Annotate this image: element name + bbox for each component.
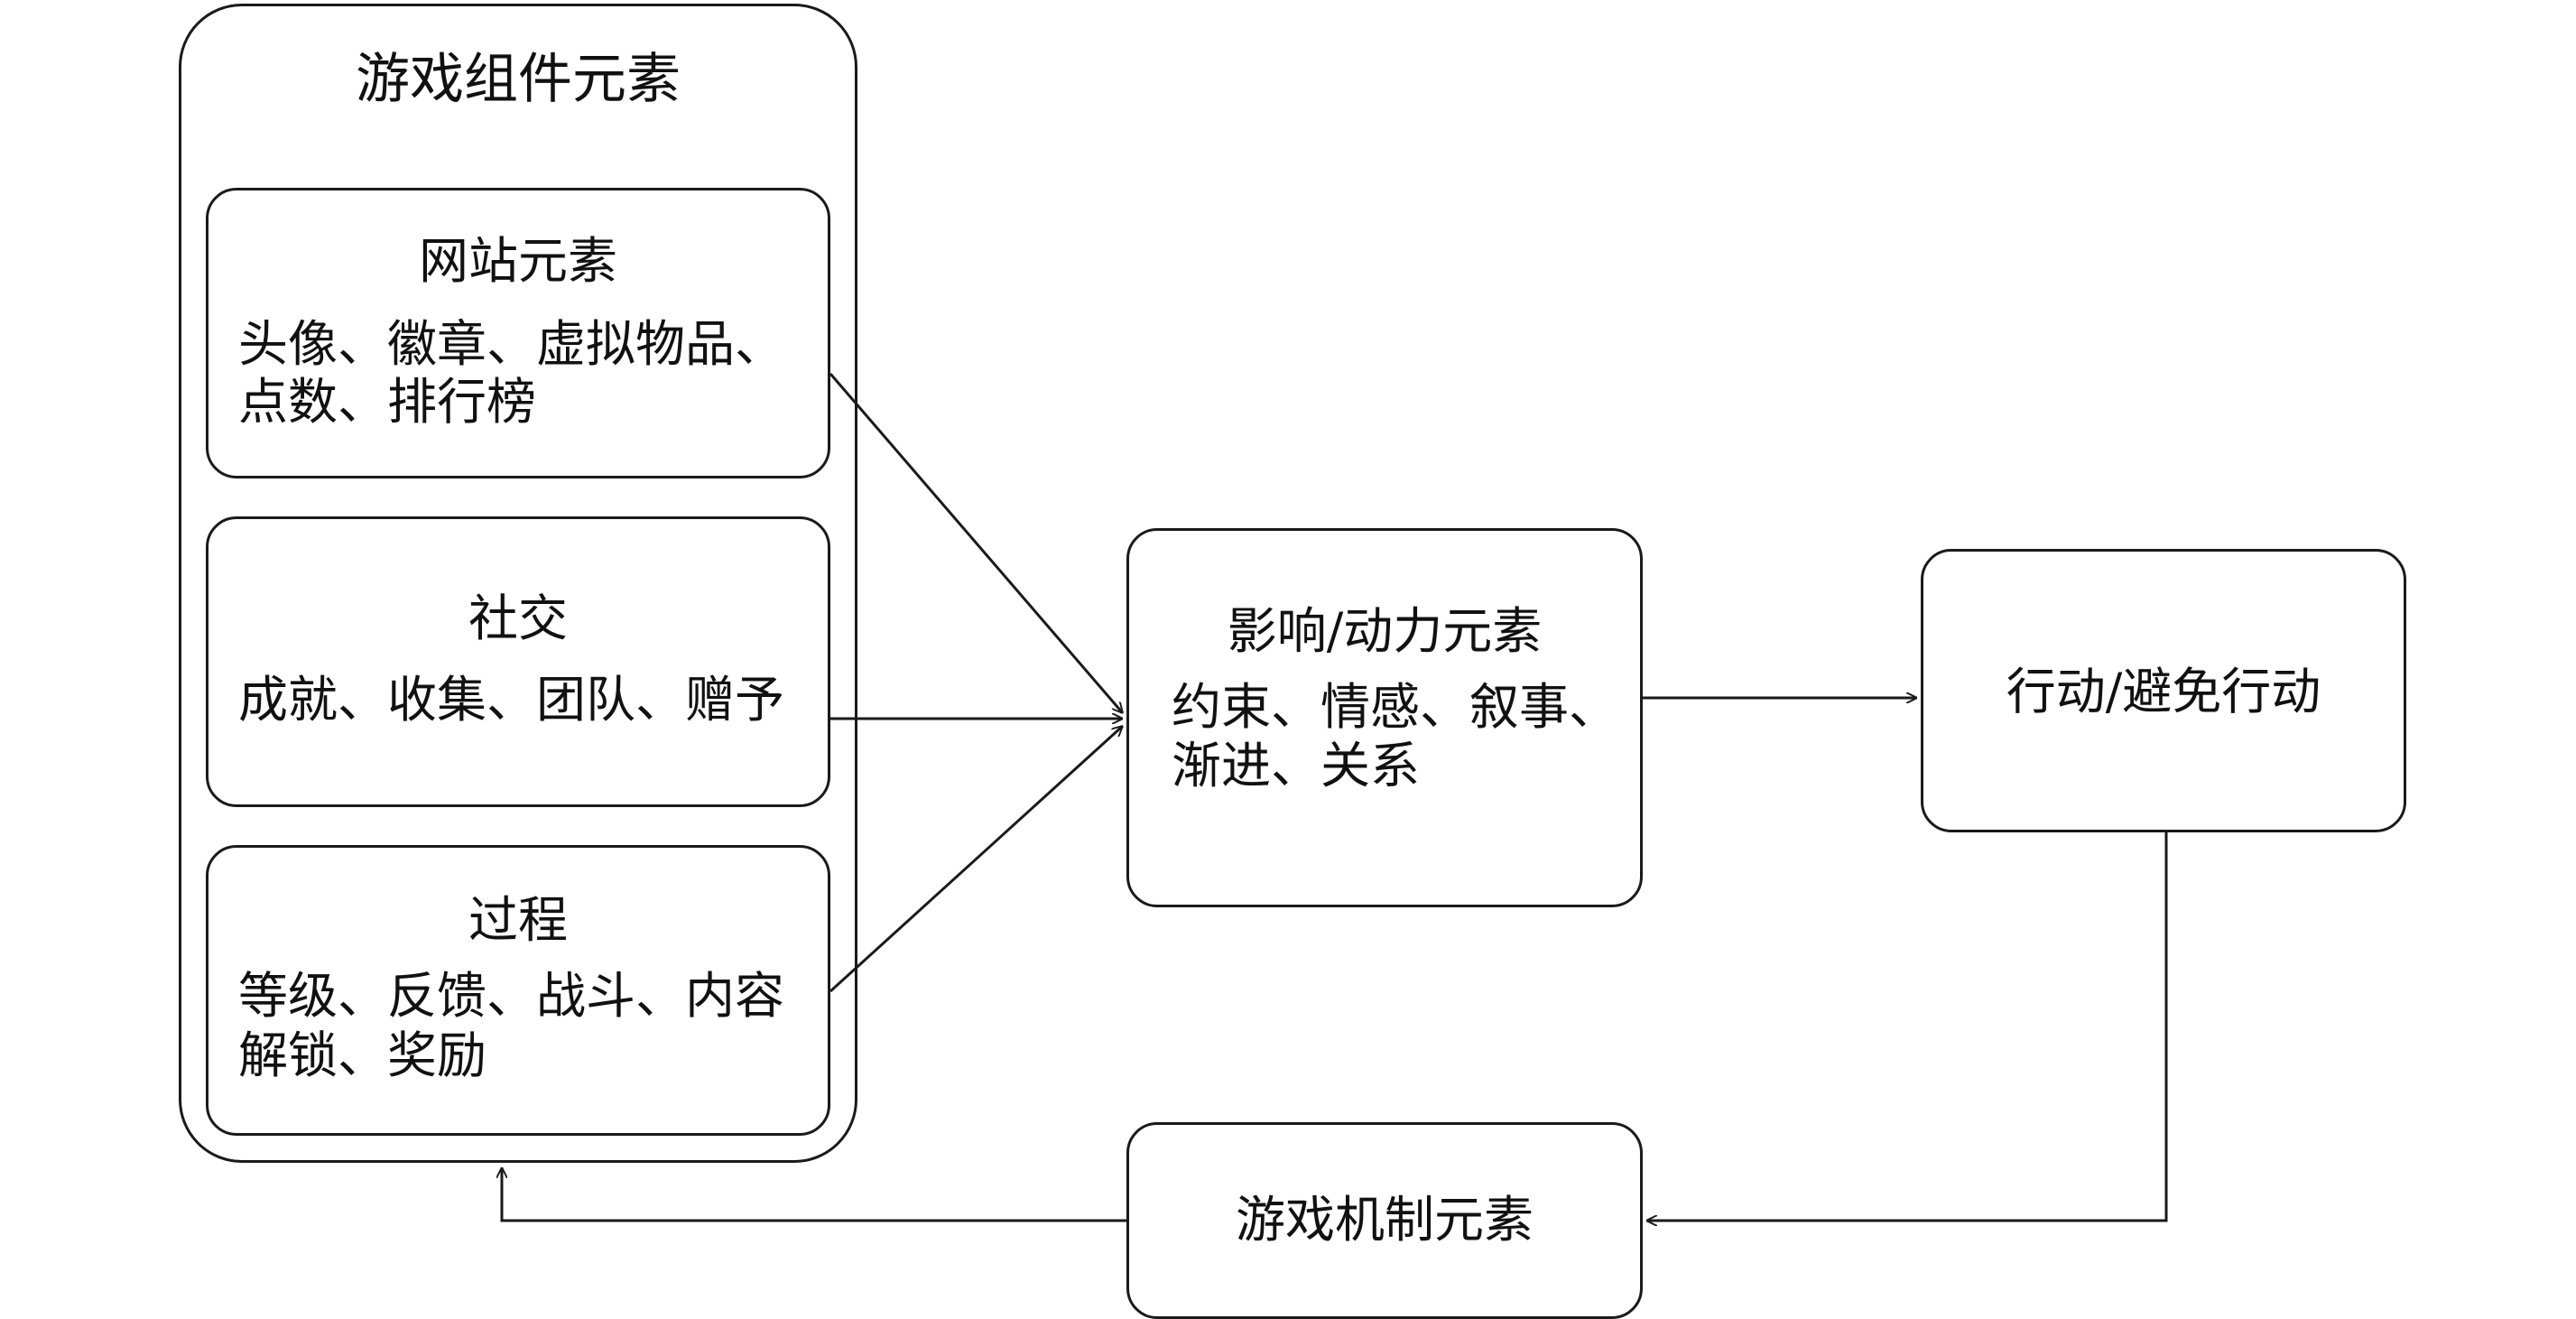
influence-box bbox=[1126, 528, 1643, 907]
influence-line2: 渐进、关系 bbox=[1172, 737, 1421, 794]
influence-line1: 约束、情感、叙事、 bbox=[1172, 678, 1619, 736]
arrow-process-to-influence bbox=[829, 726, 1123, 993]
process-line1: 等级、反馈、战斗、内容 bbox=[238, 967, 785, 1025]
action-title: 行动/避免行动 bbox=[2006, 663, 2321, 720]
game-components-title: 游戏组件元素 bbox=[356, 48, 681, 111]
process-line2: 解锁、奖励 bbox=[238, 1026, 487, 1084]
social-title: 社交 bbox=[468, 590, 568, 647]
mechanics-box bbox=[1126, 1122, 1643, 1319]
influence-title: 影响/动力元素 bbox=[1227, 602, 1543, 660]
arrow-action-to-mechanics bbox=[1646, 832, 2168, 1221]
website-elements-title: 网站元素 bbox=[418, 232, 617, 290]
process-box bbox=[206, 845, 830, 1136]
arrow-mechanics-to-components bbox=[502, 1167, 1126, 1222]
website-elements-box bbox=[206, 188, 830, 478]
arrow-website-to-influence bbox=[829, 373, 1123, 713]
action-box bbox=[1921, 549, 2406, 832]
social-box bbox=[206, 516, 830, 807]
social-line1: 成就、收集、团队、赠予 bbox=[238, 671, 785, 729]
mechanics-title: 游戏机制元素 bbox=[1235, 1191, 1534, 1249]
website-elements-line2: 点数、排行榜 bbox=[238, 373, 537, 431]
process-title: 过程 bbox=[468, 891, 568, 949]
website-elements-line1: 头像、徽章、虚拟物品、 bbox=[238, 315, 785, 373]
